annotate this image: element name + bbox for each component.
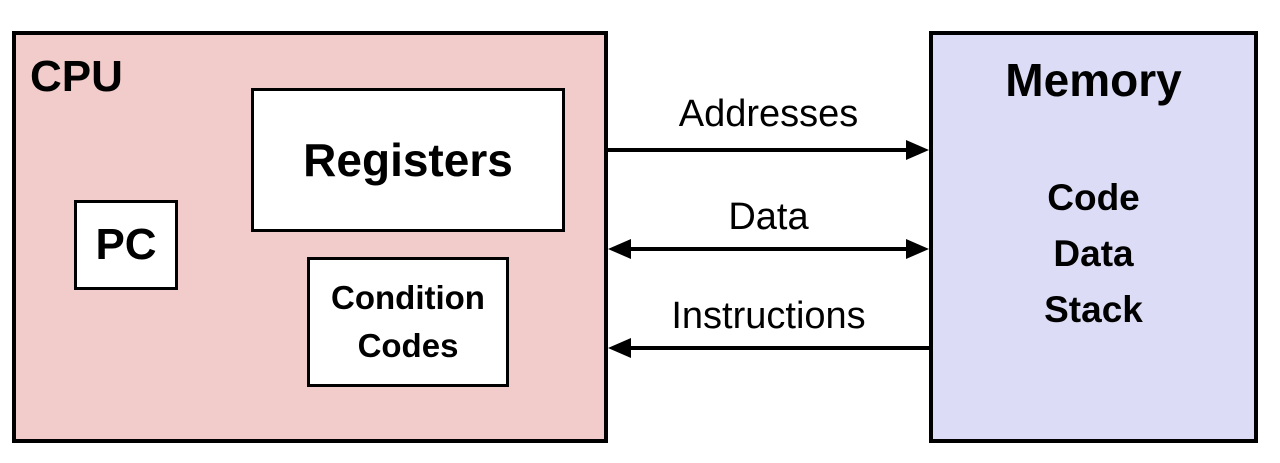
pc-label: PC: [95, 220, 157, 269]
data-arrowhead-left: [608, 239, 631, 259]
memory-contents: Code Data Stack: [929, 170, 1258, 338]
pc-box: PC: [74, 200, 178, 290]
instructions-label: Instructions: [671, 295, 866, 337]
memory-block: [929, 31, 1258, 443]
memory-label: Memory: [1005, 54, 1182, 106]
addresses-arrowhead-right: [906, 140, 929, 160]
instructions-arrowhead-left: [608, 338, 631, 358]
memory-item-stack: Stack: [1044, 289, 1143, 330]
data-arrowhead-right: [906, 239, 929, 259]
addresses-label: Addresses: [678, 93, 859, 135]
registers-box: Registers: [251, 88, 565, 232]
registers-label: Registers: [303, 134, 513, 186]
memory-item-code: Code: [1047, 177, 1140, 218]
condition-codes-line-1: Condition: [331, 279, 485, 317]
memory-item-data: Data: [1053, 233, 1134, 274]
condition-codes-box: Condition Codes: [307, 257, 509, 387]
data-label: Data: [728, 196, 809, 238]
cpu-label: CPU: [30, 52, 123, 101]
condition-codes-line-2: Codes: [357, 327, 459, 364]
